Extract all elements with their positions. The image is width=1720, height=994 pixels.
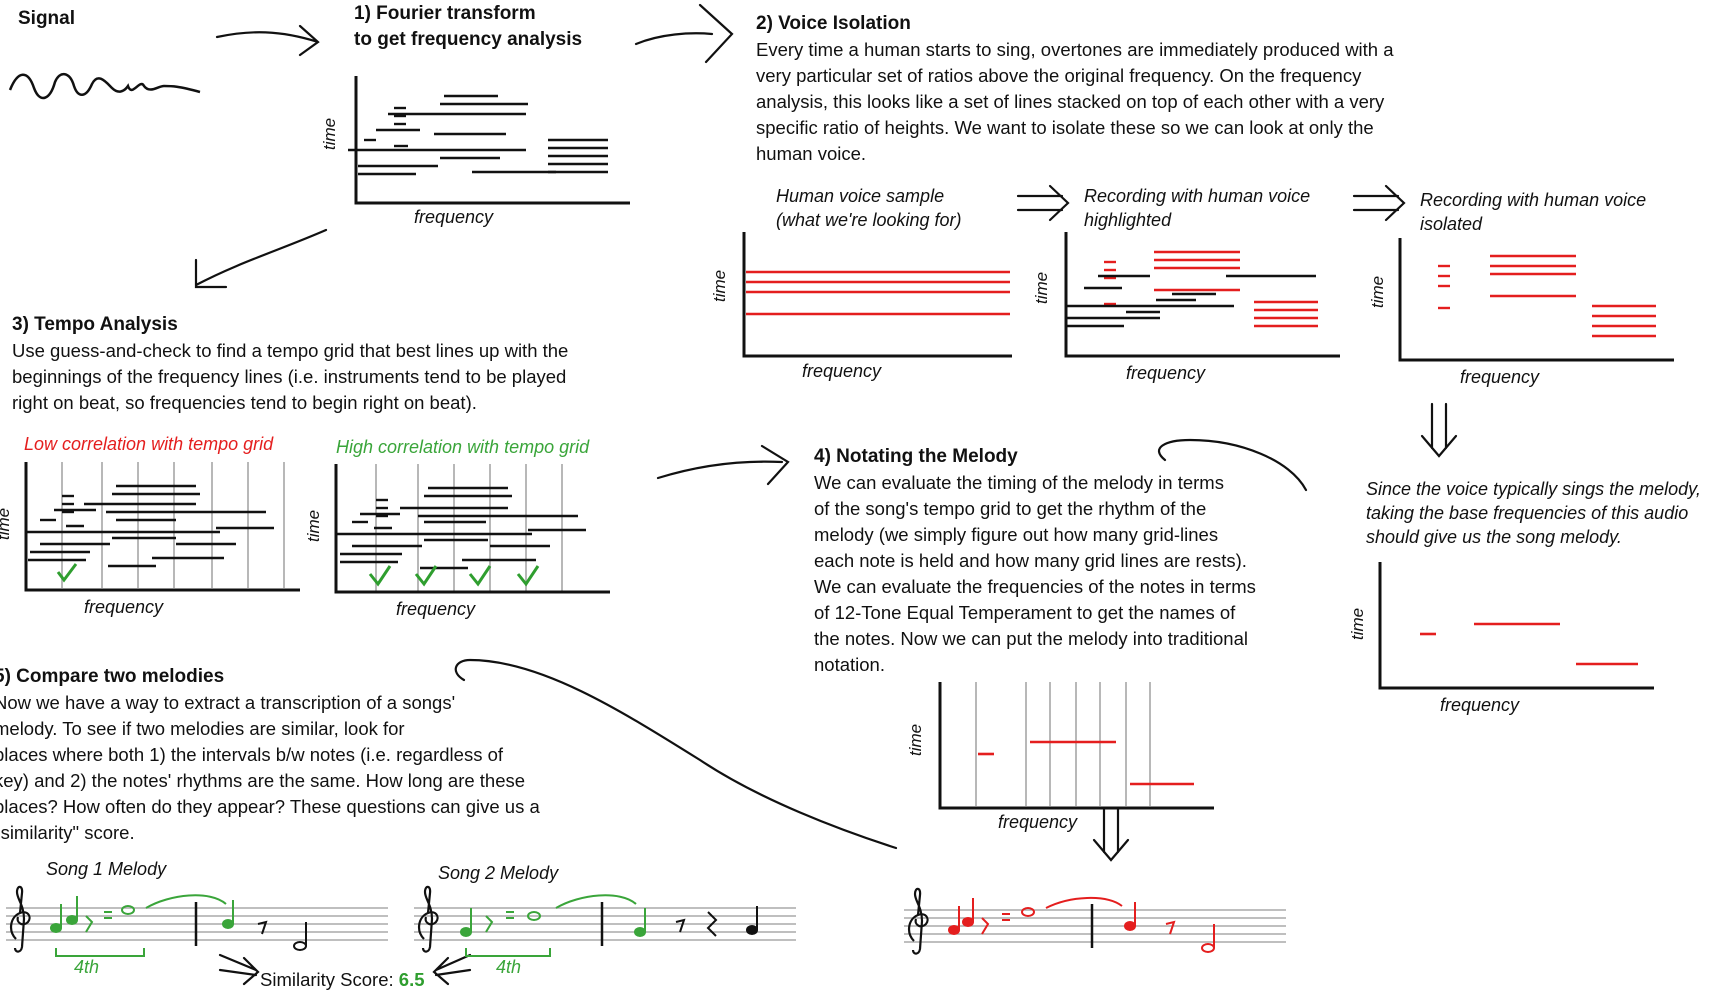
voice-highlighted-plot [1064,232,1340,358]
double-arrow-2 [1352,184,1406,222]
voice-isolated-y-label: time [1368,275,1387,308]
notating-x-label: frequency [998,812,1078,832]
arrow-fourier-to-voice [634,3,734,64]
melody-x-label: frequency [1440,695,1520,715]
tempo-body: Use guess-and-check to find a tempo grid… [12,340,569,413]
double-arrow-down-1 [1420,402,1458,458]
notating-y-label: time [906,723,925,756]
staff-song2 [414,907,796,941]
tempo-high-x-label: frequency [396,599,476,619]
similarity-score: Similarity Score: 6.5 [260,969,425,991]
arrow-melody-to-notating [1157,438,1308,492]
song1-label: Song 1 Melody [46,859,167,879]
signal-title: Signal [18,8,76,29]
voice-title: 2) Voice Isolation [756,13,911,34]
similarity-score-label: Similarity Score: [260,969,399,990]
staff-notated [904,909,1286,943]
voice-isolated-plot [1398,238,1674,362]
notating-title: 4) Notating the Melody [814,446,1018,467]
melody-note-text: Since the voice typically sings the melo… [1366,479,1701,547]
score-arrow-right [432,953,472,986]
notated-notes [948,897,1215,953]
tempo-low-y-label: time [0,507,13,540]
arrow-tempo-to-notating [656,444,790,486]
tempo-low-plot [24,462,300,592]
voice-isolated-x-label: frequency [1460,367,1540,387]
voice-highlighted-y-label: time [1032,271,1051,304]
voice-sample-caption: Human voice sample (what we're looking f… [776,186,962,230]
check-icon [516,565,540,587]
similarity-score-value: 6.5 [398,969,425,990]
arrow-signal-to-fourier [215,24,320,57]
voice-isolated-caption: Recording with human voice isolated [1420,190,1647,234]
arrow-notating-to-compare [454,658,898,850]
song2-label: Song 2 Melody [438,863,559,883]
check-icon [414,565,438,587]
fourier-x-label: frequency [414,207,494,227]
song1-notes [50,894,307,957]
treble-clef-icon [907,887,929,955]
fourier-plot [348,76,630,205]
treble-clef-icon [417,885,439,953]
double-arrow-1 [1016,184,1070,222]
voice-sample-y-label: time [710,269,729,302]
treble-clef-icon [9,885,31,953]
song1-interval-label: 4th [74,957,100,977]
check-icon [368,565,392,587]
voice-highlighted-caption: Recording with human voice highlighted [1084,186,1311,230]
notating-plot [938,682,1214,810]
tempo-high-plot [334,464,610,594]
voice-sample-x-label: frequency [802,361,882,381]
melody-plot [1378,562,1654,690]
song2-interval-label: 4th [496,957,522,977]
compare-title: 5) Compare two melodies [0,666,225,687]
compare-body: Now we have a way to extract a transcrip… [0,692,540,843]
fourier-title-line1: 1) Fourier transform [354,3,536,24]
tempo-high-y-label: time [304,509,323,542]
check-icon [56,563,78,583]
tempo-title: 3) Tempo Analysis [12,314,178,335]
song2-notes [460,894,758,957]
score-arrow-left [218,953,260,986]
tempo-low-x-label: frequency [84,597,164,617]
signal-waveform [8,73,201,100]
fourier-y-label: time [320,117,339,150]
notating-body: We can evaluate the timing of the melody… [814,472,1256,675]
double-arrow-down-2 [1092,806,1130,862]
melody-y-label: time [1348,607,1367,640]
tempo-high-caption: High correlation with tempo grid [336,437,590,457]
voice-highlighted-x-label: frequency [1126,363,1206,383]
tempo-low-caption: Low correlation with tempo grid [24,434,274,454]
voice-body: Every time a human starts to sing, overt… [756,39,1394,164]
check-icon [468,565,492,587]
voice-sample-plot [742,232,1012,358]
arrow-fourier-to-tempo [194,228,328,289]
fourier-title-line2: to get frequency analysis [354,29,583,50]
